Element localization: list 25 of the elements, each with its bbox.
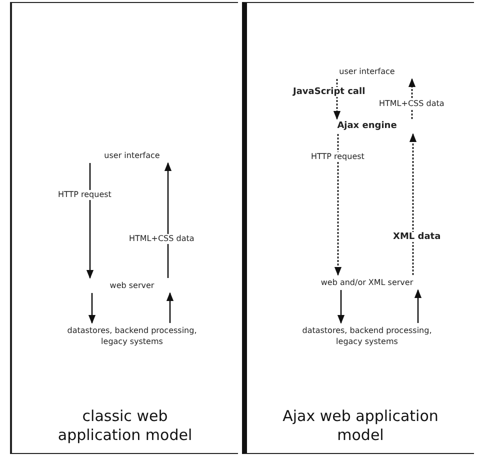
arrow [334,134,342,276]
arrow [164,162,172,278]
arrow [414,289,422,323]
edge-label: JavaScript call [292,87,366,97]
layer-label: datastores, backend processing, legacy systems [297,325,437,347]
edge-label: HTTP request [57,190,112,200]
arrow [337,290,345,324]
model-caption: Ajax web application model [282,407,440,445]
arrow [86,163,94,279]
edge-label: HTML+CSS data [128,234,196,244]
edge-label: HTTP request [310,152,366,162]
layer-label: web server [82,280,182,291]
layer-label: datastores, backend processing, legacy systems [62,325,202,347]
arrow [166,292,174,323]
arrow [333,79,341,120]
layer-label: web and/or XML server [302,277,432,288]
model-caption: classic web application model [56,407,194,445]
arrow [408,78,416,119]
layer-label: user interface [82,150,182,161]
layer-label: user interface [312,66,422,77]
edge-label: XML data [392,232,442,242]
arrow [409,133,417,275]
edge-label: HTML+CSS data [378,99,446,109]
layer-label: Ajax engine [312,121,422,132]
arrow [88,293,96,324]
